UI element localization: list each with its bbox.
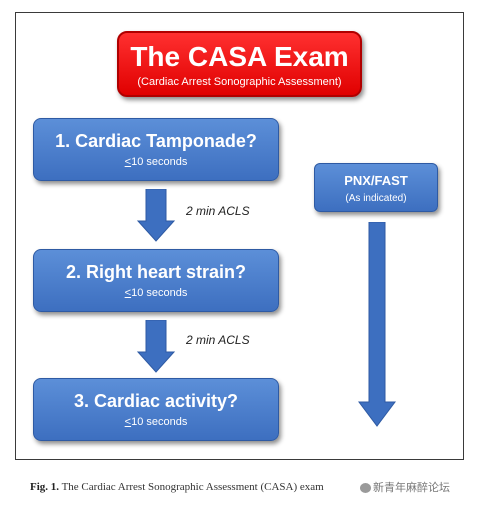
figure-caption: Fig. 1. The Cardiac Arrest Sonographic A… [30,481,470,493]
step-1-title: 1. Cardiac Tamponade? [55,131,257,151]
acls-label-1: 2 min ACLS [186,204,250,218]
step-2-title: 2. Right heart strain? [65,262,247,282]
watermark: 新青年麻醉论坛 [358,479,450,495]
long-down-arrow [358,222,396,427]
acls-label-2: 2 min ACLS [186,333,250,347]
down-arrow-1 [136,189,176,242]
caption-text: The Cardiac Arrest Sonographic Assessmen… [59,481,324,493]
watermark-text: 新青年麻醉论坛 [373,482,450,494]
title-main: The CASA Exam [130,41,349,72]
step-1-box: 1. Cardiac Tamponade? <10 seconds [33,118,279,181]
step-1-time: <10 seconds [124,156,188,168]
pnx-fast-title: PNX/FAST [344,173,408,188]
title-banner: The CASA Exam (Cardiac Arrest Sonographi… [117,31,362,97]
wechat-icon [360,483,371,494]
pnx-fast-box: PNX/FAST (As indicated) [314,163,438,212]
step-3-title: 3. Cardiac activity? [73,391,239,411]
down-arrow-2 [136,320,176,373]
step-3-time: <10 seconds [124,416,188,428]
title-subtitle: (Cardiac Arrest Sonographic Assessment) [137,76,342,88]
step-3-box: 3. Cardiac activity? <10 seconds [33,378,279,441]
pnx-fast-subtitle: (As indicated) [345,193,407,204]
caption-label: Fig. 1. [30,481,60,493]
step-2-time: <10 seconds [124,287,188,299]
step-2-box: 2. Right heart strain? <10 seconds [33,249,279,312]
